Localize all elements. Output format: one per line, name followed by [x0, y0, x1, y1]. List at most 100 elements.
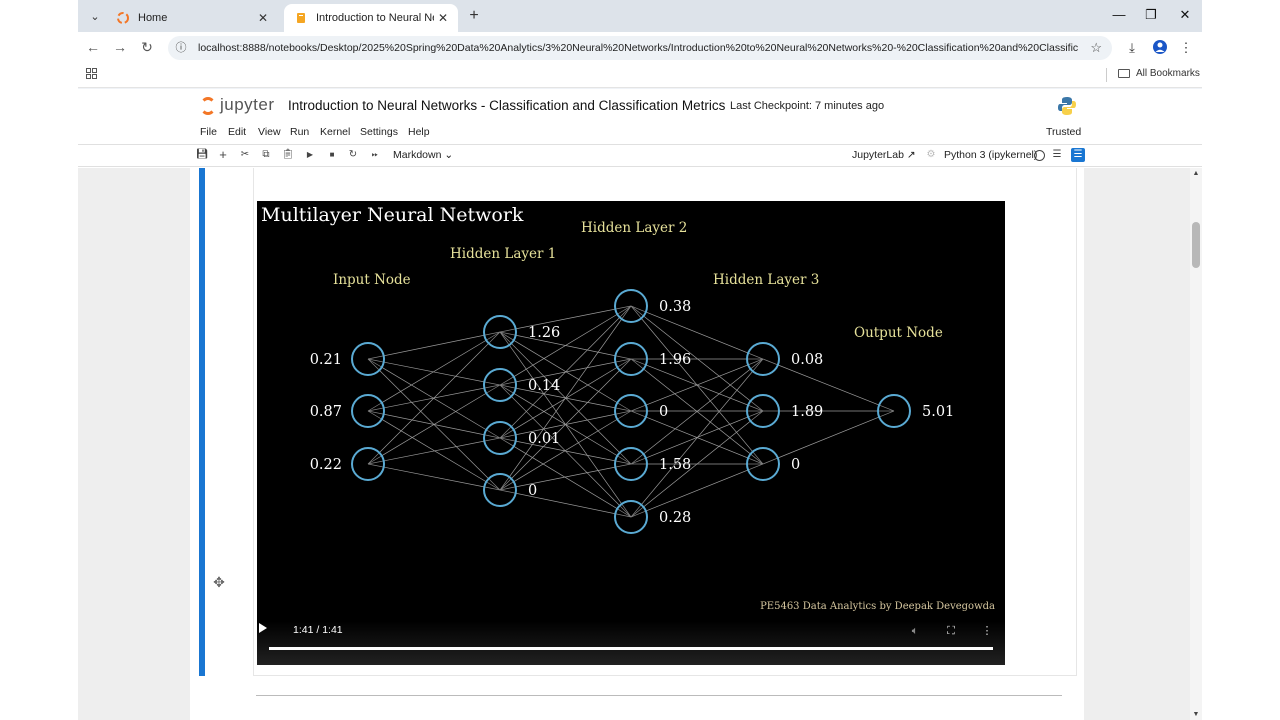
hidden2-node-value: 0 — [659, 404, 668, 420]
menu-settings[interactable]: Settings — [360, 126, 398, 138]
input-node-value: 0.22 — [310, 457, 342, 473]
paste-icon[interactable]: 📋︎ — [281, 149, 295, 160]
page-scrollbar[interactable]: ▲ ▼ — [1190, 168, 1202, 720]
bookmark-star-icon[interactable]: ☆ — [1090, 40, 1102, 55]
all-bookmarks-button[interactable]: All Bookmarks — [1118, 68, 1200, 79]
tab-home[interactable]: Home ✕ — [106, 4, 278, 32]
video-title: Multilayer Neural Network — [261, 204, 524, 226]
forward-button[interactable]: → — [113, 39, 127, 55]
restart-icon[interactable]: ↻ — [348, 149, 358, 160]
hidden3-node — [746, 394, 780, 428]
add-cell-icon[interactable]: + — [219, 147, 227, 162]
all-bookmarks-label: All Bookmarks — [1136, 68, 1200, 79]
network-edge — [630, 305, 764, 360]
volume-icon[interactable]: 🔈︎ — [911, 625, 919, 637]
close-tab-icon[interactable]: ✕ — [257, 11, 269, 25]
hidden1-node-value: 1.26 — [528, 325, 560, 341]
menu-edit[interactable]: Edit — [228, 126, 247, 138]
input-node-value: 0.87 — [310, 404, 342, 420]
network-edge — [630, 358, 764, 518]
save-icon[interactable]: 💾︎ — [195, 149, 209, 160]
network-edge — [630, 305, 764, 412]
hidden2-node-value: 0.38 — [659, 299, 691, 315]
url-text[interactable]: localhost:8888/notebooks/Desktop/2025%20… — [198, 42, 1078, 54]
scroll-down-icon[interactable]: ▼ — [1192, 711, 1200, 718]
site-info-icon[interactable]: ⓘ — [175, 42, 187, 54]
menu-help[interactable]: Help — [408, 126, 430, 138]
toc-list-icon[interactable]: ☰ — [1052, 149, 1062, 160]
stop-icon[interactable]: ■ — [329, 150, 335, 159]
input-node-label: Input Node — [333, 272, 411, 288]
jupyter-logo[interactable]: jupyter — [200, 95, 280, 117]
close-tab-icon[interactable]: ✕ — [437, 11, 449, 25]
video-menu-icon[interactable]: ⋮ — [981, 625, 993, 637]
hidden2-node — [614, 447, 648, 481]
hidden3-node-value: 1.89 — [791, 404, 823, 420]
network-edge — [367, 358, 501, 386]
cell-type-value: Markdown — [393, 149, 442, 161]
jupyterlab-link[interactable]: JupyterLab ↗ — [852, 149, 916, 161]
jupyter-header: jupyter Introduction to Neural Networks … — [78, 89, 1202, 123]
apps-grid-icon[interactable] — [86, 68, 98, 80]
video-player[interactable]: Multilayer Neural Network Input Node Hid… — [257, 201, 1005, 665]
tab-search-icon[interactable]: ⌄ — [90, 10, 100, 23]
output-node — [877, 394, 911, 428]
reload-button[interactable]: ↻ — [141, 39, 153, 55]
network-edge — [367, 463, 501, 491]
scrollbar-thumb[interactable] — [1192, 222, 1200, 268]
network-edge — [367, 437, 501, 465]
profile-icon[interactable] — [1151, 40, 1169, 56]
notebook-title[interactable]: Introduction to Neural Networks - Classi… — [288, 98, 726, 113]
network-edge — [499, 305, 632, 333]
play-icon[interactable] — [257, 621, 269, 635]
network-edge — [630, 358, 764, 465]
hidden2-node — [614, 342, 648, 376]
active-cell-indicator[interactable] — [199, 168, 205, 676]
run-all-icon[interactable]: ⏩︎ — [371, 150, 379, 159]
network-edge — [499, 305, 632, 491]
fullscreen-icon[interactable]: ⛶ — [947, 625, 955, 637]
kernel-name[interactable]: Python 3 (ipykernel) — [944, 149, 1038, 161]
close-window-button[interactable]: ✕ — [1179, 7, 1191, 22]
hidden3-node-value: 0.08 — [791, 352, 823, 368]
output-node-label: Output Node — [854, 325, 943, 341]
scroll-up-icon[interactable]: ▲ — [1192, 170, 1200, 177]
menu-view[interactable]: View — [258, 126, 281, 138]
menu-run[interactable]: Run — [290, 126, 310, 138]
python-logo-icon — [1058, 97, 1076, 115]
network-edge — [367, 331, 501, 360]
new-tab-button[interactable]: + — [469, 7, 479, 24]
cut-icon[interactable]: ✂ — [240, 149, 250, 160]
move-cursor-icon: ✥ — [213, 574, 225, 590]
settings-gear-icon[interactable]: ⚙ — [926, 149, 936, 160]
video-progress-bar[interactable] — [269, 647, 993, 650]
copy-icon[interactable]: ⧉ — [262, 149, 270, 160]
hidden1-node-value: 0.14 — [528, 378, 560, 394]
hidden1-node — [483, 315, 517, 349]
network-edge — [367, 384, 501, 465]
run-icon[interactable]: ▶ — [306, 150, 314, 159]
back-button[interactable]: ← — [86, 39, 100, 55]
video-timestamp: 1:41 / 1:41 — [293, 624, 343, 636]
hidden1-node — [483, 368, 517, 402]
bookmarks-bar: All Bookmarks — [78, 62, 1202, 88]
hidden2-node — [614, 289, 648, 323]
property-inspector-icon[interactable]: ☰ — [1071, 148, 1085, 162]
minimize-button[interactable]: — — [1112, 7, 1126, 22]
hidden2-node-value: 1.96 — [659, 352, 691, 368]
markdown-cell[interactable] — [253, 168, 1077, 676]
browser-menu-icon[interactable]: ⋮ — [1179, 40, 1193, 55]
download-icon[interactable]: ⤓ — [1129, 40, 1135, 55]
tab-notebook[interactable]: Introduction to Neural Network ✕ — [284, 4, 458, 32]
hidden1-node — [483, 473, 517, 507]
cell-type-dropdown[interactable]: Markdown ⌄ — [393, 149, 453, 161]
neural-network-diagram: Multilayer Neural Network Input Node Hid… — [261, 204, 954, 534]
restore-button[interactable]: ❐ — [1145, 7, 1157, 22]
network-edge — [630, 358, 764, 412]
menu-file[interactable]: File — [200, 126, 217, 138]
trusted-indicator[interactable]: Trusted — [1046, 126, 1082, 138]
hidden2-node-value: 1.58 — [659, 457, 691, 473]
network-edge — [499, 463, 632, 491]
address-bar[interactable]: ⓘ localhost:8888/notebooks/Desktop/2025%… — [168, 36, 1112, 60]
menu-kernel[interactable]: Kernel — [320, 126, 351, 138]
